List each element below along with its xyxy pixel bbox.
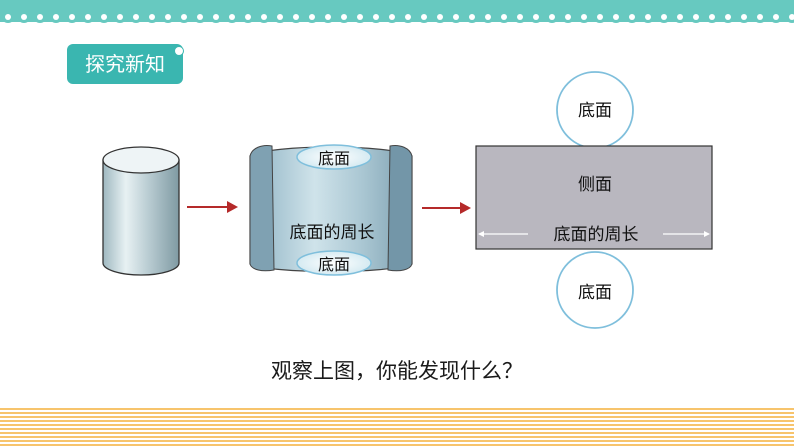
bottom-striped-band [0, 408, 794, 447]
net-side-label: 侧面 [578, 175, 612, 195]
circumference-dimension-line [478, 231, 710, 237]
arrow-right-2 [422, 202, 471, 214]
net-bottom-circle [556, 251, 634, 329]
unrolled-circumference-label: 底面的周长 [290, 223, 375, 243]
cylinder-solid [102, 146, 180, 276]
badge-dot [174, 46, 184, 56]
arrow-right-1 [187, 201, 238, 213]
section-title-badge: 探究新知 [67, 44, 183, 84]
unrolled-bottom-base-label: 底面 [318, 255, 350, 274]
net-top-circle-label: 底面 [578, 101, 612, 121]
net-circumference-label: 底面的周长 [554, 225, 639, 245]
top-scallop-border [0, 14, 794, 30]
unrolled-top-base-label: 底面 [318, 149, 350, 168]
unrolling-cylinder [249, 144, 413, 276]
net-side-rectangle [475, 145, 713, 250]
question-text: 观察上图，你能发现什么？ [271, 359, 523, 383]
net-bottom-circle-label: 底面 [578, 283, 612, 303]
